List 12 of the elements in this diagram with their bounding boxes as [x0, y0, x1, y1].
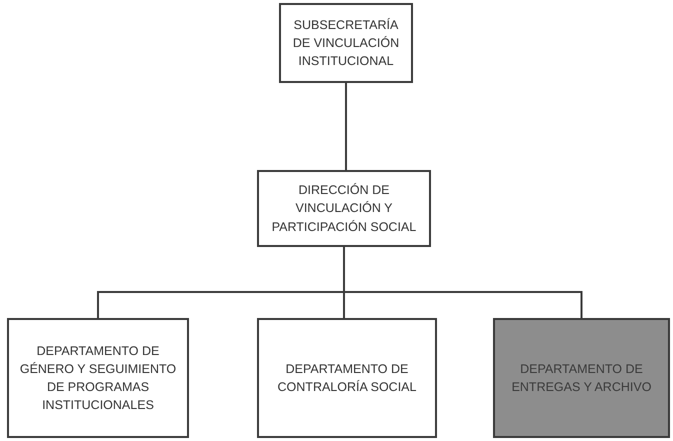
org-unit-box: [493, 318, 670, 438]
connector-line: [343, 247, 582, 318]
org-unit-box: [257, 318, 437, 438]
connector-line: [345, 83, 347, 170]
org-unit-box: [279, 3, 413, 83]
unit-name: DIRECCIÓN DE VINCULACIÓN Y PARTICIPACIÓN SOCIAL: [270, 182, 418, 236]
org-unit-box: [7, 318, 189, 438]
unit-name: DEPARTAMENTO DE GÉNERO Y SEGUIMIENTO DE PROGRAMAS INSTITUCIONALES: [18, 342, 178, 414]
org-unit-box: [257, 170, 431, 247]
unit-name: SUBSECRETARÍA DE VINCULACIÓN INSTITUCIONAL: [292, 16, 400, 70]
unit-name: DEPARTAMENTO DE CONTRALORÍA SOCIAL: [276, 360, 418, 396]
unit-name: DEPARTAMENTO DE ENTREGAS Y ARCHIVO: [510, 360, 652, 396]
